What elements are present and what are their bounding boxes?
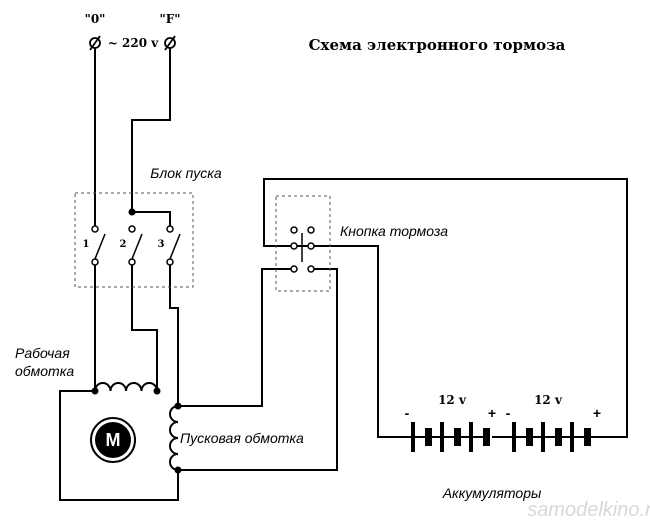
- wire-contact2: [131, 262, 158, 391]
- switch-contact-2-icon: [128, 208, 143, 266]
- watermark: samodelkino.ru: [527, 499, 650, 520]
- switch-contact-3-icon: [166, 225, 181, 266]
- brake-button: Кнопка тормоза: [275, 195, 448, 292]
- motor-rotor-icon: [95, 422, 131, 458]
- brake-button-frame: [275, 195, 331, 292]
- zero-terminal-label: "0": [85, 12, 106, 26]
- switch-contact-1-icon: [91, 225, 106, 266]
- wire-button-to-battery-plus: [263, 178, 628, 438]
- battery-1-voltage: 12 v: [438, 393, 467, 407]
- battery-2-minus: -: [506, 405, 511, 421]
- battery-2-icon: [512, 422, 591, 452]
- start-block-frame: [74, 192, 194, 288]
- brake-button-icon: [290, 226, 315, 273]
- battery-2-voltage: 12 v: [534, 393, 563, 407]
- mains-terminals: "0" "F" ~ 220 v: [85, 12, 181, 51]
- start-winding-coil-icon: [169, 402, 182, 474]
- working-winding-coil-icon: [91, 382, 161, 395]
- contact-3-label: 3: [158, 239, 165, 250]
- working-winding: Рабочая обмотка: [15, 345, 161, 395]
- wire-start-return: [178, 268, 338, 471]
- working-winding-label-line2: обмотка: [15, 363, 74, 379]
- battery-1-minus: -: [405, 405, 410, 421]
- battery-cell-2: 12 v - +: [506, 393, 601, 452]
- wire-motor-frame: [59, 390, 179, 501]
- start-winding: Пусковая обмотка: [169, 402, 304, 474]
- batteries-label: Аккумуляторы: [442, 485, 542, 501]
- start-winding-label: Пусковая обмотка: [180, 430, 304, 446]
- battery-1-plus: +: [488, 405, 496, 421]
- battery-2-plus: +: [593, 405, 601, 421]
- battery-cell-1: 12 v - +: [405, 393, 496, 452]
- phase-terminal-label: "F": [159, 12, 180, 26]
- contact-1-label: 1: [83, 239, 90, 250]
- motor: M: [90, 417, 136, 463]
- wire-contact3: [169, 262, 179, 406]
- phase-terminal-icon: [164, 35, 176, 51]
- start-block-label: Блок пуска: [150, 165, 222, 181]
- contact-2-label: 2: [120, 239, 127, 250]
- battery-1-icon: [411, 422, 490, 452]
- batteries: 12 v - + 12 v - +: [405, 393, 601, 501]
- voltage-label: ~ 220 v: [108, 36, 159, 50]
- start-block: Блок пуска 1 2 3: [74, 165, 222, 288]
- bridge-wire-2-3: [132, 211, 171, 226]
- brake-button-label: Кнопка тормоза: [340, 223, 448, 239]
- phase-wire: [131, 48, 171, 212]
- wire-button-to-battery-minus: [311, 245, 412, 438]
- diagram-title: Схема электронного тормоза: [309, 36, 566, 54]
- working-winding-label-line1: Рабочая: [15, 345, 70, 361]
- motor-label: M: [106, 430, 121, 450]
- wire-start-to-button: [178, 268, 294, 407]
- zero-terminal-icon: [89, 35, 101, 51]
- wiring: [59, 48, 628, 501]
